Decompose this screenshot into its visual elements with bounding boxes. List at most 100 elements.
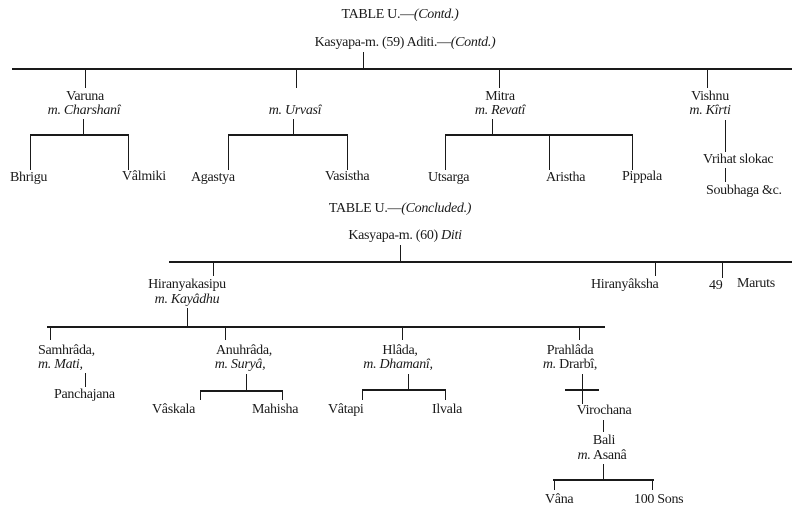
top-root-label: Kasyapa-m. (59) Aditi.—(Contd.) bbox=[315, 35, 496, 51]
node-aristha: Aristha bbox=[546, 170, 586, 185]
generation-line bbox=[12, 68, 792, 70]
connector bbox=[296, 69, 298, 88]
node-vatapi: Vâtapi bbox=[328, 402, 364, 417]
node-anuhrada-wife: m. Suryâ, bbox=[215, 357, 266, 373]
node-varuna: Varuna bbox=[66, 89, 104, 104]
node-hiranyakasipu-wife: m. Kayâdhu bbox=[155, 292, 220, 308]
node-utsarga: Utsarga bbox=[428, 170, 470, 185]
connector bbox=[408, 374, 410, 390]
m-label: m. bbox=[577, 448, 591, 463]
sibling-line bbox=[445, 134, 633, 136]
connector bbox=[632, 135, 634, 170]
connector bbox=[225, 327, 227, 340]
sibling-line bbox=[362, 389, 446, 391]
node-samhrada-wife: m. Mati, bbox=[38, 357, 83, 373]
connector bbox=[363, 52, 365, 69]
node-prahlada-wife: m. Drarbî, bbox=[543, 357, 597, 373]
sibling-line bbox=[30, 134, 129, 136]
wife-name: Drarbî, bbox=[559, 357, 598, 372]
connector bbox=[554, 480, 556, 490]
wife-name: Asanâ bbox=[592, 448, 627, 463]
sibling-line bbox=[228, 134, 348, 136]
node-agastya: Agastya bbox=[191, 170, 235, 185]
connector bbox=[246, 374, 248, 391]
connector bbox=[400, 245, 402, 262]
m-label: m. bbox=[47, 103, 61, 118]
node-soubhaga: Soubhaga &c. bbox=[706, 183, 782, 198]
wife-name: Kîrti bbox=[705, 103, 731, 118]
connector bbox=[187, 308, 189, 326]
node-vaskala: Vâskala bbox=[152, 402, 195, 417]
connector bbox=[549, 135, 551, 170]
node-bali: Bali bbox=[592, 433, 616, 448]
node-hlada: Hlâda, bbox=[382, 343, 418, 358]
wife-name: Revatî bbox=[491, 103, 526, 118]
node-vrihat-slokac: Vrihat slokac bbox=[703, 152, 774, 167]
m-label: m. bbox=[214, 357, 228, 372]
connector bbox=[128, 135, 130, 170]
title-text: TABLE U.— bbox=[341, 7, 414, 22]
title-note: (Concluded.) bbox=[401, 201, 472, 216]
root-note: (Contd.) bbox=[450, 35, 496, 50]
top-table-title: TABLE U.—(Contd.) bbox=[341, 7, 458, 23]
connector bbox=[228, 135, 230, 170]
title-text: TABLE U.— bbox=[328, 201, 402, 216]
bottom-table-title: TABLE U.—(Concluded.) bbox=[328, 201, 472, 217]
node-prahlada: Prahlâda bbox=[546, 343, 594, 358]
root-text: Kasyapa-m. (59) Aditi.— bbox=[314, 35, 451, 50]
m-label: m. bbox=[474, 103, 488, 118]
generation-line bbox=[169, 261, 792, 263]
node-panchajana: Panchajana bbox=[54, 387, 115, 402]
node-valmiki: Vâlmiki bbox=[122, 169, 166, 184]
node-maruts: Maruts bbox=[737, 276, 775, 291]
node-vishnu-wife: m. Kîrti bbox=[689, 103, 730, 119]
node-vana: Vâna bbox=[545, 492, 574, 507]
connector bbox=[603, 420, 605, 432]
connector bbox=[293, 119, 295, 135]
m-label: m. bbox=[542, 357, 556, 372]
connector bbox=[445, 390, 447, 400]
wife-name: Dhamanî, bbox=[379, 357, 434, 372]
connector bbox=[655, 262, 657, 276]
m-label: m. bbox=[363, 357, 377, 372]
root-text: Kasyapa-m. (60) bbox=[348, 228, 438, 243]
sibling-line bbox=[200, 390, 283, 392]
connector bbox=[725, 168, 727, 182]
node-bali-wife: m. Asanâ bbox=[578, 448, 627, 464]
connector bbox=[50, 327, 52, 340]
node-bhrigu: Bhrigu bbox=[10, 170, 48, 185]
node-ilvala: Ilvala bbox=[432, 402, 463, 417]
m-label: m. bbox=[689, 103, 703, 118]
connector bbox=[282, 391, 284, 400]
connector bbox=[402, 327, 404, 340]
connector bbox=[722, 262, 724, 278]
node-mitra-wife: m. Revatî bbox=[475, 103, 525, 119]
title-note: (Contd.) bbox=[413, 7, 459, 22]
m-label: m. bbox=[154, 292, 168, 307]
node-hiranyakasipu: Hiranyakasipu bbox=[148, 277, 226, 292]
node-samhrada: Samhrâda, bbox=[38, 343, 95, 358]
node-vishnu: Vishnu bbox=[691, 89, 729, 104]
connector bbox=[85, 69, 87, 88]
node-mitra: Mitra bbox=[485, 89, 515, 104]
m-label: m. bbox=[38, 357, 52, 372]
connector bbox=[579, 327, 581, 340]
node-mahisha: Mahisha bbox=[252, 402, 299, 417]
node-pippala: Pippala bbox=[622, 169, 662, 184]
node-varuna-wife: m. Charshanî bbox=[48, 103, 121, 119]
wife-name: Mati, bbox=[54, 357, 83, 372]
sibling-line bbox=[553, 479, 654, 481]
maruts-count: 49 bbox=[709, 278, 723, 293]
connector bbox=[725, 120, 727, 152]
generation-line bbox=[47, 326, 605, 328]
connector bbox=[652, 480, 654, 490]
connector bbox=[362, 390, 364, 400]
node-100-sons: 100 Sons bbox=[634, 492, 684, 507]
connector bbox=[213, 262, 215, 276]
root-wife: Diti bbox=[441, 228, 462, 243]
node-vasistha: Vasistha bbox=[325, 169, 370, 184]
node-hlada-wife: m. Dhamanî, bbox=[363, 357, 434, 373]
wife-name: Suryâ, bbox=[230, 357, 266, 372]
connector bbox=[603, 464, 605, 479]
